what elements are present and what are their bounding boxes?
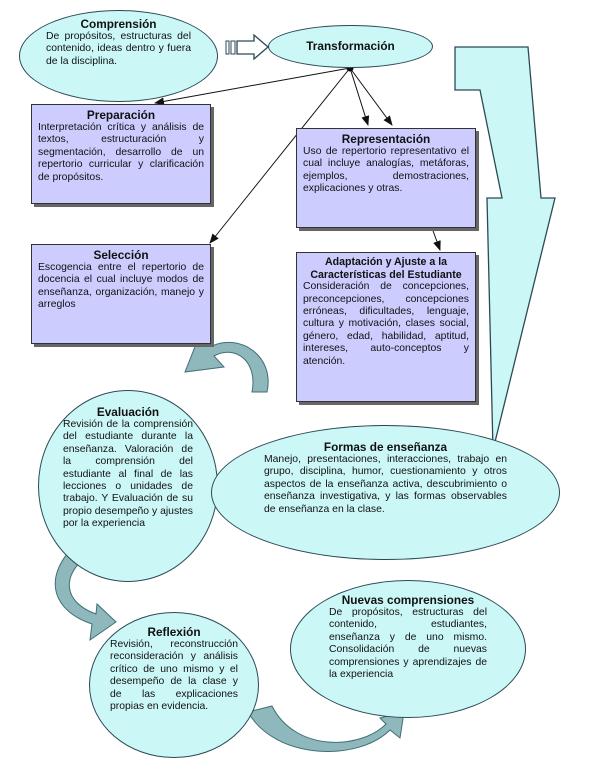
comprension-node: Comprensión De propósitos, estructuras d…	[19, 10, 218, 102]
reflexion-body: Revisión, reconstrucción reconsideración…	[110, 639, 238, 713]
formas-title: Formas de enseñanza	[323, 440, 448, 454]
comprension-body: De propósitos, estructuras del contenido…	[46, 31, 191, 67]
transformacion-node: Transformación	[268, 25, 433, 68]
nuevas-title: Nuevas comprensiones	[341, 593, 475, 607]
evaluacion-body: Revisión de la comprensión del estudiant…	[63, 419, 193, 530]
reflexion-title: Reflexión	[147, 625, 201, 639]
representacion-title: Representación	[341, 132, 431, 146]
connector-to-representacion-box	[349, 67, 370, 126]
connector-to-representacion	[349, 67, 393, 126]
connector-to-seleccion	[209, 67, 351, 244]
curved-arrow-formas-to-evaluacion	[184, 333, 269, 393]
seleccion-box: Selección Escogencia entre el repertorio…	[31, 244, 211, 344]
formas-node: Formas de enseñanza Manejo, presentacion…	[211, 425, 560, 560]
seleccion-title: Selección	[93, 248, 149, 262]
nuevas-body: De propósitos, estructuras del contenido…	[329, 607, 487, 681]
nuevas-node: Nuevas comprensiones De propósitos, estr…	[290, 580, 526, 718]
comprension-to-transformacion-arrow	[225, 33, 269, 61]
big-flow-arrow	[454, 46, 556, 451]
formas-body: Manejo, presentaciones, interacciones, t…	[264, 454, 507, 515]
evaluacion-title: Evaluación	[96, 405, 160, 419]
preparacion-title: Preparación	[86, 108, 156, 122]
preparacion-box: Preparación Interpretación crítica y aná…	[31, 104, 211, 204]
seleccion-body: Escogencia entre el repertorio de docenc…	[38, 262, 204, 311]
connector-to-preparacion	[154, 67, 351, 106]
reflexion-node: Reflexión Revisión, reconstrucción recon…	[89, 612, 259, 758]
connector-representacion-to-adaptacion	[431, 227, 441, 251]
representacion-box: Representación Uso de repertorio represe…	[296, 128, 476, 228]
comprension-title: Comprensión	[80, 17, 157, 31]
transformacion-title: Transformación	[306, 39, 395, 53]
adaptacion-body: Consideración de concepciones, preconcep…	[303, 281, 469, 367]
adaptacion-box: Adaptación y Ajuste a la Características…	[296, 252, 476, 402]
curved-arrow-evaluacion-to-reflexion	[54, 544, 117, 642]
representacion-body: Uso de repertorio representativo el cual…	[303, 146, 469, 195]
preparacion-body: Interpretación crítica y análisis de tex…	[38, 122, 204, 183]
adaptacion-title: Adaptación y Ajuste a la Características…	[310, 256, 462, 281]
evaluacion-node: Evaluación Revisión de la comprensión de…	[38, 390, 218, 582]
